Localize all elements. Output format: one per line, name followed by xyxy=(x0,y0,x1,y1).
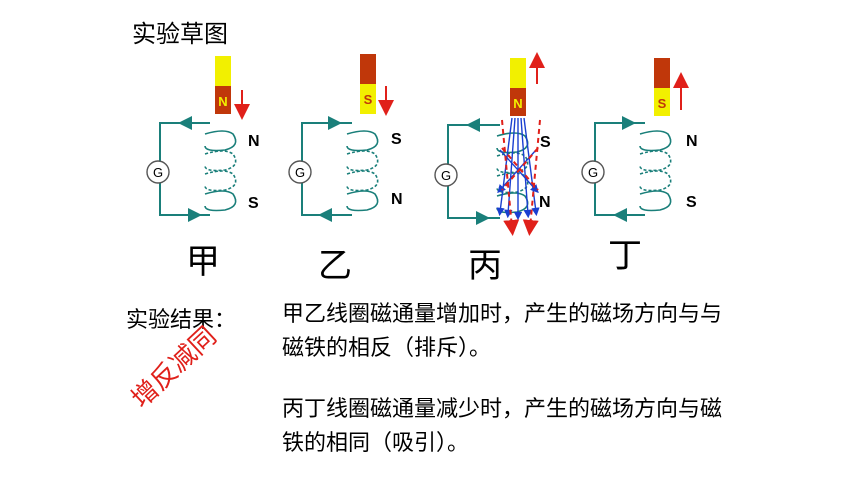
induced-field-lines xyxy=(501,119,541,236)
figure-label-yi: 乙 xyxy=(318,246,352,286)
coil-top-pole: S xyxy=(391,131,402,148)
coil-turn xyxy=(346,170,379,192)
coil-turn xyxy=(204,170,237,192)
galvanometer xyxy=(434,163,458,187)
coil-bottom-pole: S xyxy=(248,195,259,212)
sketch-title: 实验草图 xyxy=(132,20,228,48)
galvanometer-label: G xyxy=(441,168,451,183)
figure-label-bing: 丙 xyxy=(468,246,502,286)
coil-top-pole: S xyxy=(540,134,551,151)
coil-turn xyxy=(346,150,379,172)
galvanometer xyxy=(581,160,605,184)
galvanometer-label: G xyxy=(153,165,163,180)
coil-turn xyxy=(639,190,672,212)
magnet-red-part xyxy=(654,58,670,88)
magnet-pole-label: N xyxy=(513,96,522,111)
coil-turn xyxy=(204,130,237,152)
figure-jia: N G N S xyxy=(146,56,260,222)
coil-turn xyxy=(639,150,672,172)
coil-bottom-pole: S xyxy=(686,194,697,211)
result-label: 实验结果： xyxy=(126,308,237,333)
figure-ding: S G N S xyxy=(581,58,698,222)
coil-top-pole: N xyxy=(248,133,260,150)
coil-top-pole: N xyxy=(686,133,698,150)
coil-turn xyxy=(639,170,672,192)
coil-turn xyxy=(639,130,672,152)
coil-bottom-pole: N xyxy=(539,194,551,211)
experiment-diagram: N G N S S G S N N xyxy=(146,52,698,236)
magnet-pole-label: N xyxy=(218,94,227,109)
magnet-yellow-part xyxy=(654,88,670,116)
magnet-pole-label: S xyxy=(658,96,667,111)
galvanometer-label: G xyxy=(588,165,598,180)
magnet-pole-label: S xyxy=(364,92,373,107)
magnet-red-part xyxy=(510,88,526,116)
magnet-red-part xyxy=(360,54,376,84)
result-decrease-text: 丙丁线圈磁通量减少时，产生的磁场方向与磁铁的相同（吸引）。 xyxy=(282,397,723,456)
coil-turn xyxy=(204,190,237,212)
result-increase-text: 甲乙线圈磁通量增加时，产生的磁场方向与与磁铁的相反（排斥）。 xyxy=(282,302,723,361)
figure-label-ding: 丁 xyxy=(608,236,642,276)
galvanometer-label: G xyxy=(295,165,305,180)
magnet-yellow-part xyxy=(360,84,376,114)
galvanometer xyxy=(146,160,170,184)
figure-yi: S G S N xyxy=(288,54,403,222)
galvanometer xyxy=(288,160,312,184)
magnet-yellow-part xyxy=(215,56,231,86)
figure-label-jia: 甲 xyxy=(186,242,220,282)
coil-turn xyxy=(346,130,379,152)
coil-turn xyxy=(496,152,529,174)
magnet-red-part xyxy=(215,86,231,114)
coil-turn xyxy=(346,190,379,212)
figure-bing: N G S N xyxy=(434,52,551,236)
coil-bottom-pole: N xyxy=(391,191,403,208)
magnet-yellow-part xyxy=(510,58,526,88)
coil-turn xyxy=(204,150,237,172)
